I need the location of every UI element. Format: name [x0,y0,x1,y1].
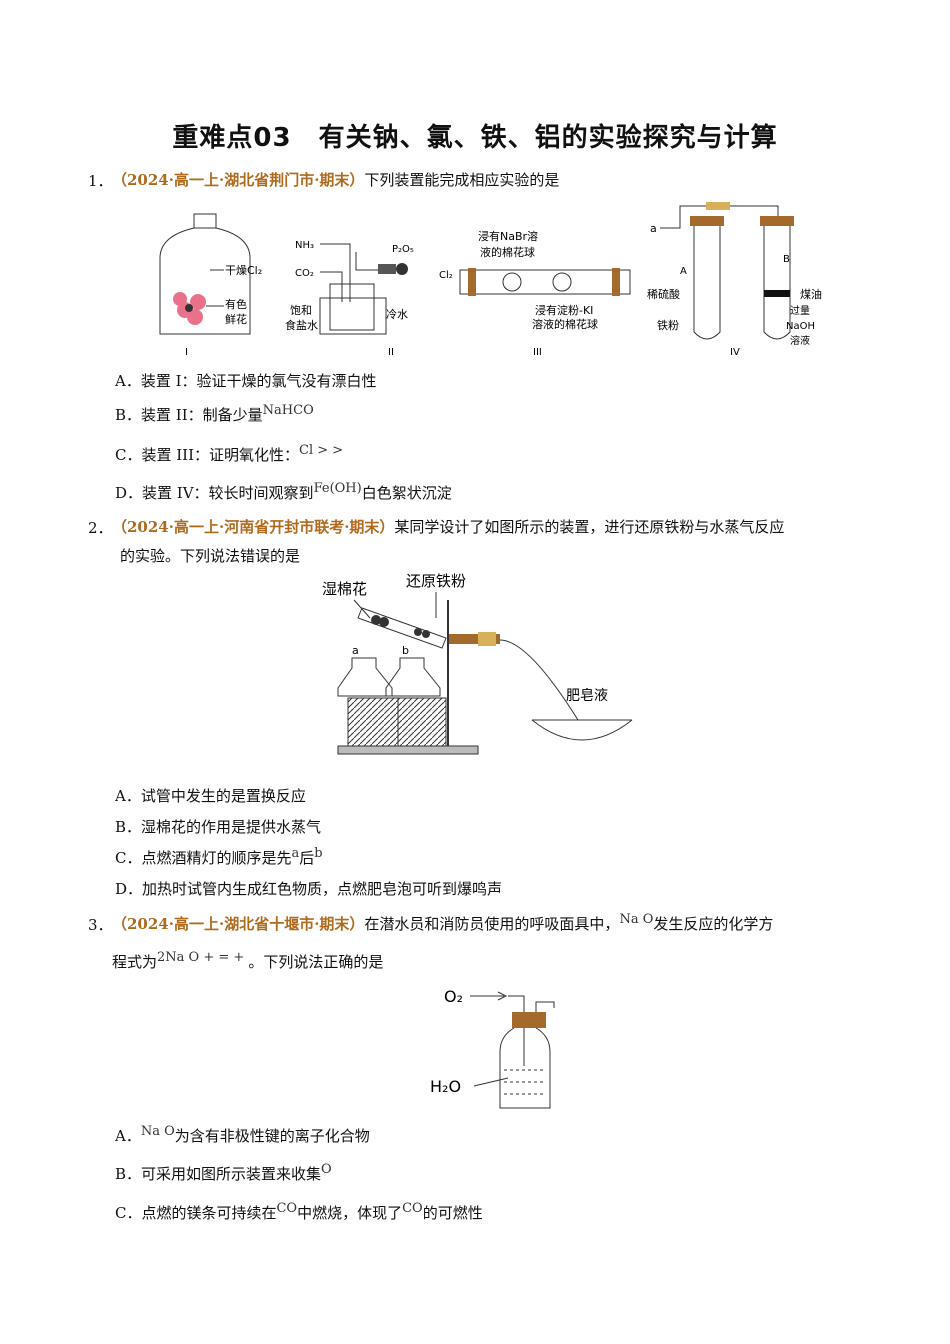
label-kerosene: 煤油 [800,287,822,301]
label-iron-powder: 铁粉 [657,319,679,332]
option-text: B．装置 II：制备少量 [115,406,263,424]
label-nh3: NH₃ [295,240,314,251]
question-2-stem-line2: 的实验。下列说法错误的是 [120,547,301,565]
formula: Na O [619,912,654,927]
option-text: C．点燃酒精灯的顺序是先 [115,849,292,867]
label-ki: 浸有淀粉-KI [535,303,593,317]
option-a[interactable]: A．试管中发生的是置换反应 [115,787,306,805]
formula: CO [402,1201,423,1216]
option-b[interactable]: B．湿棉花的作用是提供水蒸气 [115,818,322,836]
formula: Cl > > [299,443,344,458]
figure-label-ii: II [388,347,394,358]
label-brine-2: 食盐水 [285,318,318,332]
label-flower: 鲜花 [225,312,247,326]
question-text: 。下列说法正确的是 [248,953,384,971]
question-2-stem: （2024·高一上·河南省开封市联考·期末）某同学设计了如图所示的装置，进行还原… [112,517,784,537]
question-text: 某同学设计了如图所示的装置，进行还原铁粉与水蒸气反应 [394,518,785,536]
option-text: 的可燃性 [422,1204,483,1222]
formula: Fe(OH) [313,481,362,496]
question-number: 3． [88,916,113,934]
label-lamp-a: a [352,644,359,657]
formula: NaHCO [262,403,314,418]
apparatus-figure-1: 干燥Cl₂ 有色 鲜花 I NH₃ CO₂ P₂O₅ 饱和 食盐水 冷水 II … [159,202,822,358]
label-reduced-iron: 还原铁粉 [406,572,466,590]
label-p2o5: P₂O₅ [392,244,414,255]
option-text: 为含有非极性键的离子化合物 [174,1127,370,1145]
label-soap-solution: 肥皂液 [566,688,608,704]
formula: O [321,1162,332,1177]
label-tube-b: B [783,254,790,265]
label-naoh: NaOH [786,321,815,332]
option-text: 白色絮状沉淀 [361,484,452,502]
formula: 2Na O + = + [157,950,249,965]
question-number: 1． [88,172,113,190]
option-text: 后 [299,849,315,867]
option-text: C．装置 III：证明氧化性： [115,446,300,464]
question-text: 发生反应的化学方 [653,915,774,933]
label-ki-2: 溶液的棉花球 [532,317,598,331]
question-1-stem: （2024·高一上·湖北省荆门市·期末）下列装置能完成相应实验的是 [112,170,559,190]
label-dilute-acid: 稀硫酸 [647,287,680,301]
label-wet-cotton: 湿棉花 [322,580,367,598]
figure-label-iv: IV [730,347,740,358]
label-cl2: Cl₂ [439,270,453,281]
apparatus-figure-2: 湿棉花 还原铁粉 肥皂液 a b [322,572,633,755]
option-a[interactable]: A．装置 I：验证干燥的氯气没有漂白性 [115,372,377,390]
label-dry-cl2: 干燥Cl₂ [225,264,262,277]
label-nabr-2: 液的棉花球 [480,245,535,259]
option-a[interactable]: A．Na O为含有非极性键的离子化合物 [115,1124,370,1146]
label-h2o: H₂O [430,1077,461,1096]
option-b[interactable]: B．可采用如图所示装置来收集O [115,1162,332,1184]
option-d[interactable]: D．加热时试管内生成红色物质，点燃肥皂泡可听到爆鸣声 [115,880,503,898]
option-c[interactable]: C．点燃的镁条可持续在CO中燃烧，体现了CO的可燃性 [115,1201,483,1223]
figure-label-i: I [185,347,188,358]
formula: CO [276,1201,298,1216]
formula: b [314,846,323,861]
option-d[interactable]: D．装置 IV：较长时间观察到Fe(OH)白色絮状沉淀 [115,481,452,503]
formula: a [291,846,300,861]
gas-bottle-figure: O₂ H₂O [430,987,555,1109]
label-brine: 饱和 [290,303,312,317]
option-text: C．点燃的镁条可持续在 [115,1204,277,1222]
label-colored: 有色 [225,297,247,311]
option-c[interactable]: C．装置 III：证明氧化性：Cl > > [115,443,344,465]
question-3-stem-line2: 程式为2Na O + = + 。下列说法正确的是 [112,950,384,974]
label-nabr: 浸有NaBr溶 [478,229,538,243]
question-source: （2024·高一上·河南省开封市联考·期末） [112,518,395,536]
question-number: 2． [88,519,113,537]
question-text: 程式为 [112,953,158,971]
figure-label-iii: III [533,347,542,358]
label-solution: 溶液 [790,334,810,347]
label-a: a [650,222,657,235]
label-cold-water: 冷水 [386,308,408,321]
question-text: 下列装置能完成相应实验的是 [364,171,560,189]
label-excess: 过量 [790,304,810,317]
label-co2: CO₂ [295,268,314,279]
option-c[interactable]: C．点燃酒精灯的顺序是先a后b [115,846,323,868]
option-b[interactable]: B．装置 II：制备少量NaHCO [115,403,314,425]
question-source: （2024·高一上·湖北省荆门市·期末） [112,171,365,189]
option-text: A． [115,1127,141,1145]
page-title: 重难点03 有关钠、氯、铁、铝的实验探究与计算 [172,123,778,153]
label-o2: O₂ [444,987,463,1006]
option-text: D．装置 IV：较长时间观察到 [115,484,314,502]
option-text: B．可采用如图所示装置来收集 [115,1165,322,1183]
question-text: 在潜水员和消防员使用的呼吸面具中， [364,915,620,933]
label-tube-a: A [680,266,687,277]
question-3-stem: （2024·高一上·湖北省十堰市·期末）在潜水员和消防员使用的呼吸面具中，Na … [112,912,774,936]
option-text: 中燃烧，体现了 [297,1204,403,1222]
label-lamp-b: b [402,644,409,657]
formula: Na O [140,1124,175,1139]
question-source: （2024·高一上·湖北省十堰市·期末） [112,915,365,933]
